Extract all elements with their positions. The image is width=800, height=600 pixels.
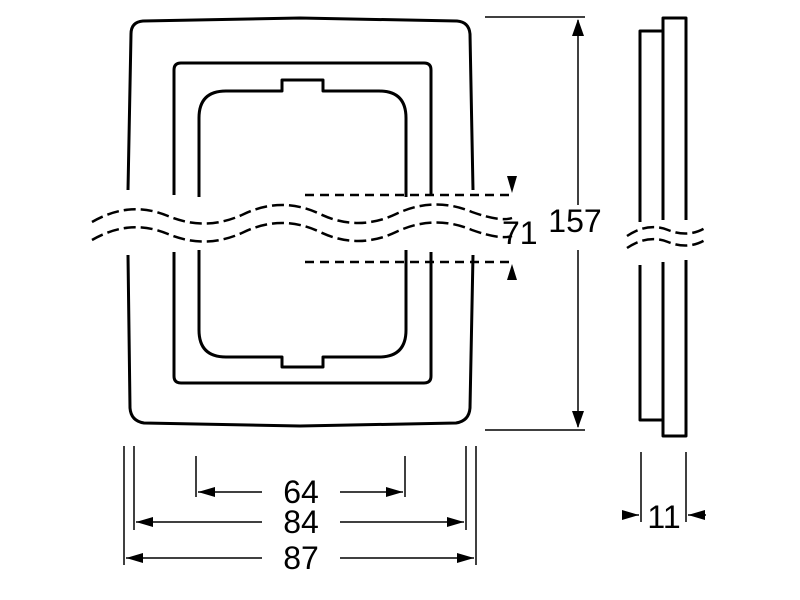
outer-frame-bottom (126, 254, 475, 428)
opening-bottom (197, 250, 408, 369)
inner-frame-top (172, 61, 433, 195)
dim-label-depth: 11 (647, 499, 680, 535)
height-dimension (485, 16, 585, 431)
dim-label-frame-width: 84 (283, 504, 319, 540)
dim-label-center-spacing: 71 (502, 215, 538, 251)
front-view (91, 16, 517, 428)
spacing-arrow-upper (507, 176, 517, 193)
depth-dimension (622, 452, 706, 522)
dim-label-inner-width: 64 (283, 474, 319, 510)
dim-label-outer-width: 87 (283, 540, 319, 576)
spacing-arrow-lower (507, 264, 517, 280)
inner-frame-bottom (172, 252, 433, 385)
break-line-upper (91, 203, 513, 225)
side-view (626, 16, 706, 438)
outer-frame-top (126, 16, 475, 191)
opening-top (197, 78, 408, 197)
dim-label-overall-height: 157 (548, 203, 601, 239)
width-dimensions (123, 446, 477, 565)
break-line-lower (91, 221, 513, 243)
